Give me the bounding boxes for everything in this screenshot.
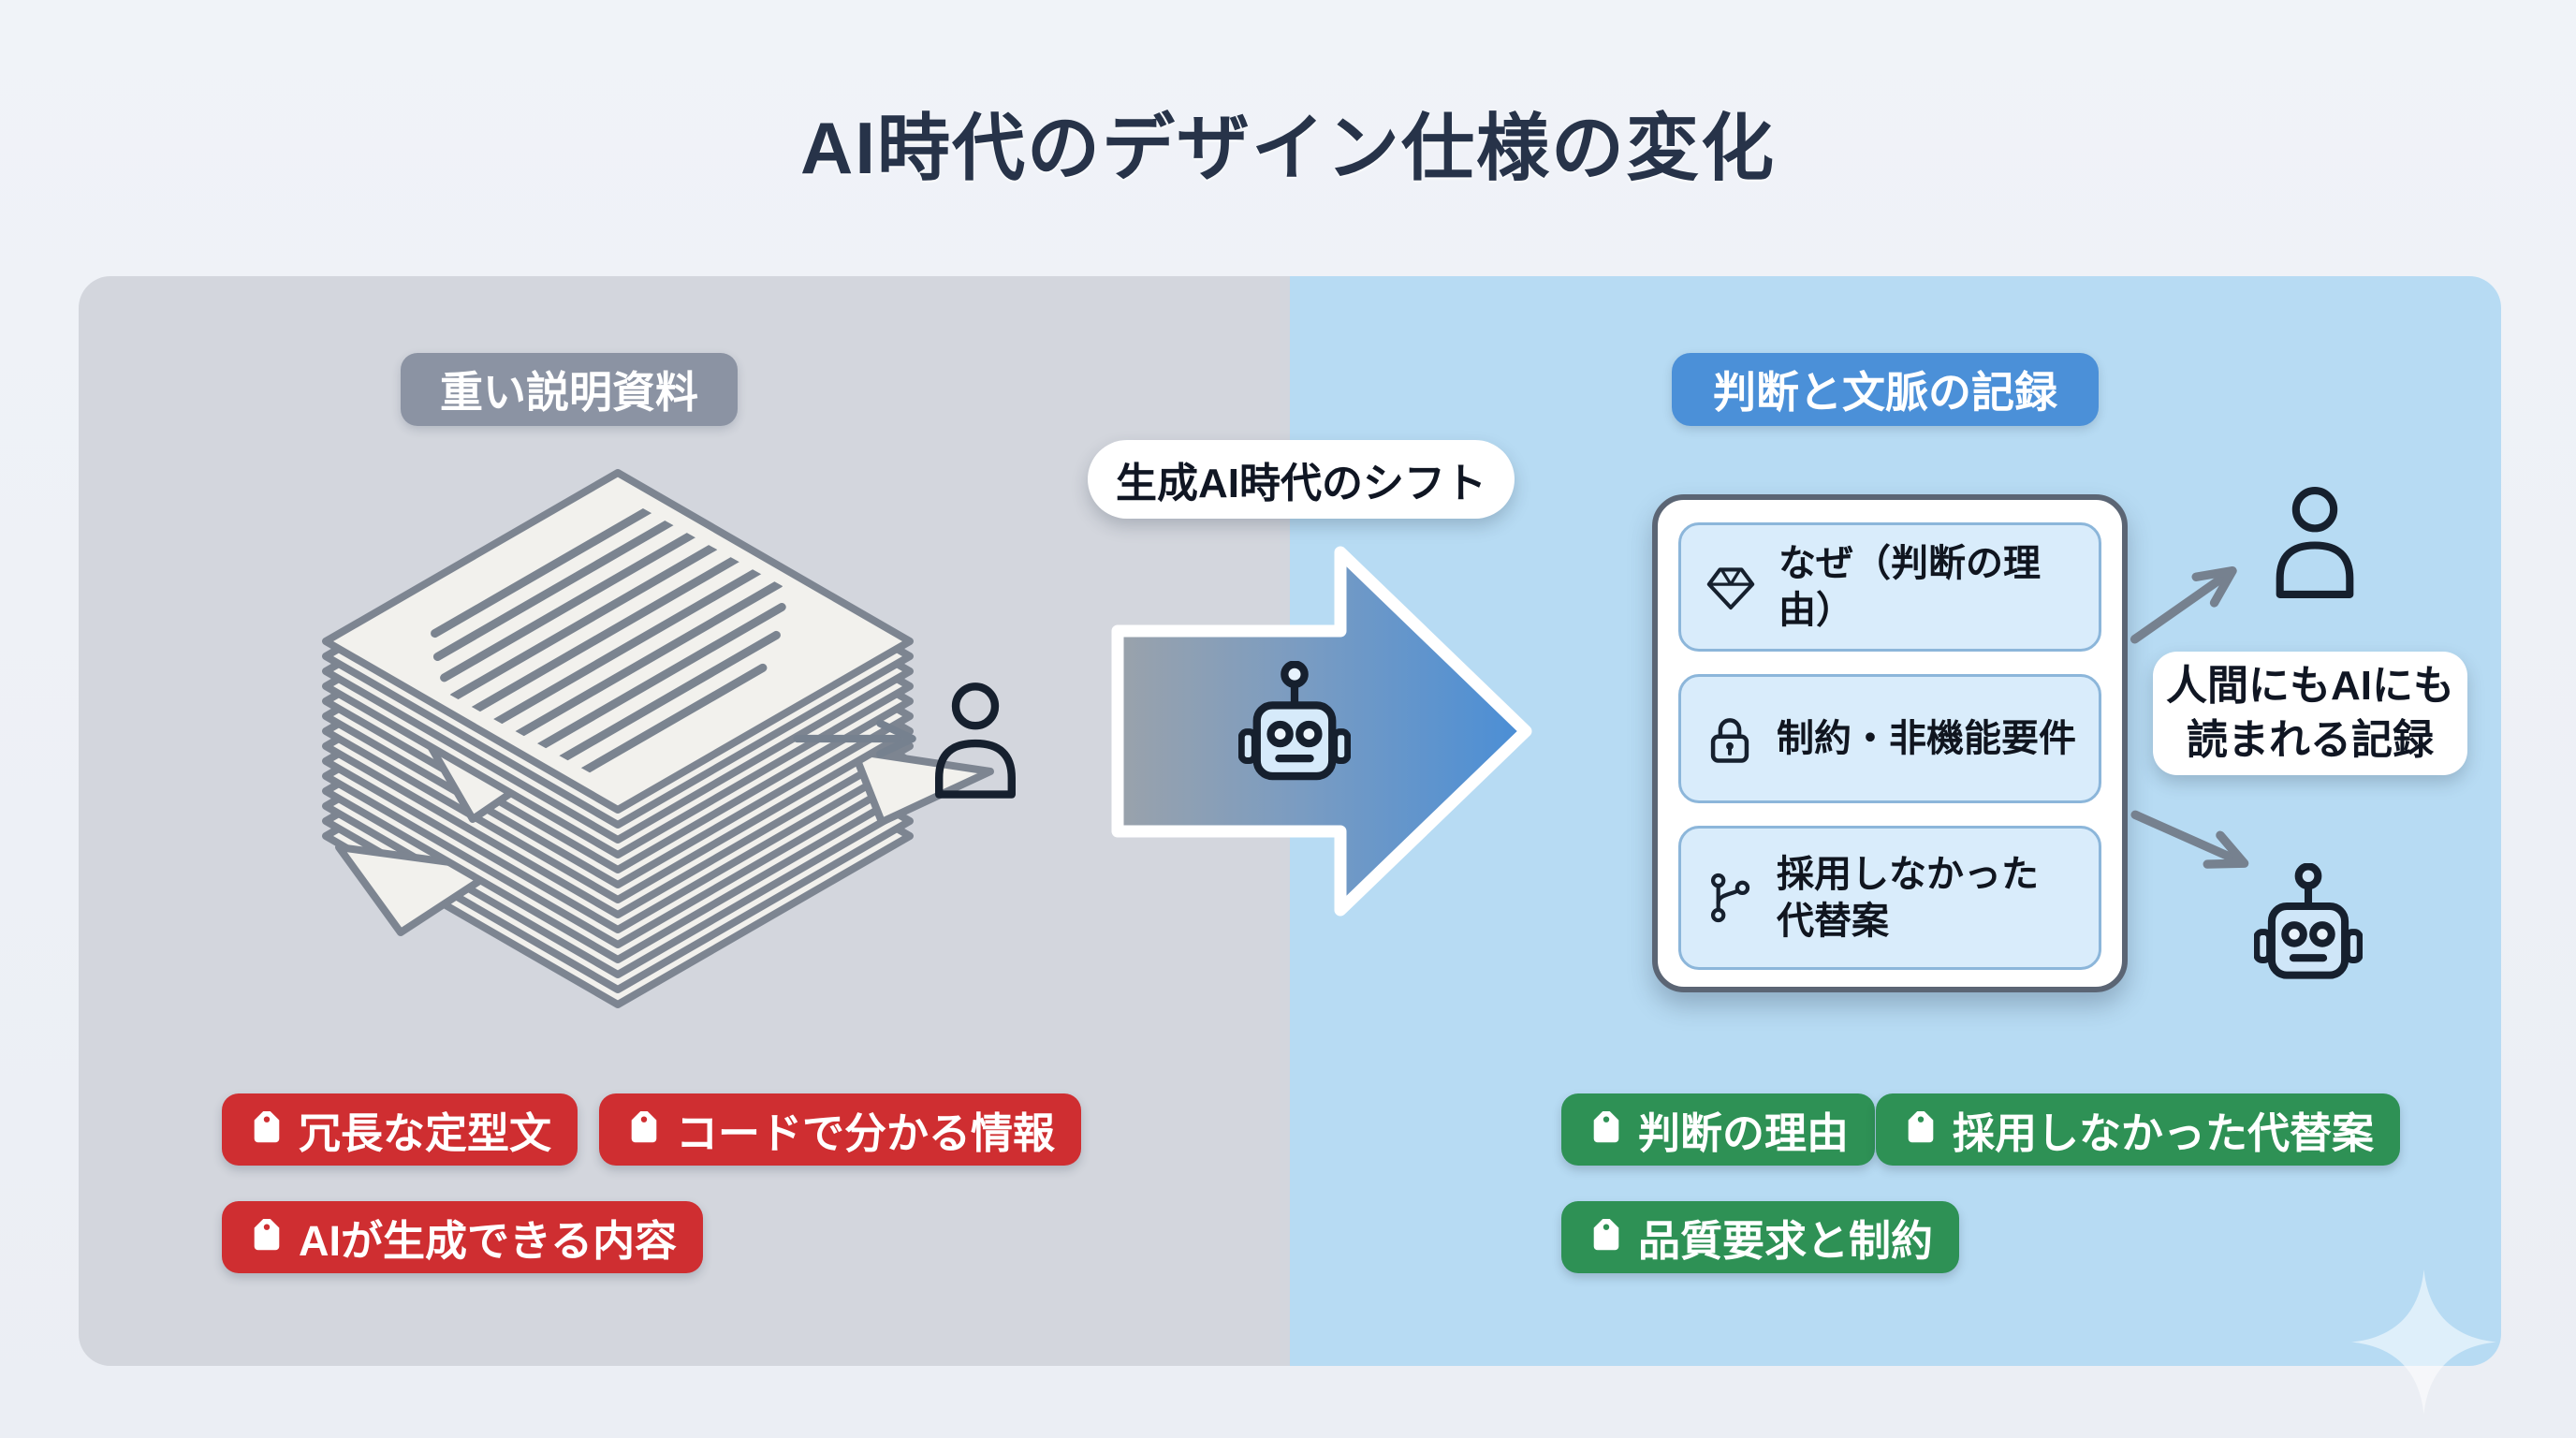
tag-label: 採用しなかった代替案 (1953, 1109, 2375, 1157)
record-card: なぜ（判断の理由） 制約・非機能要件 (1652, 494, 2128, 992)
ai-robot-right-icon (2254, 863, 2363, 979)
readers-label: 人間にもAIにも 読まれる記録 (2153, 652, 2467, 775)
tag-label: AIが生成できる内容 (299, 1217, 678, 1265)
tag-icon (1593, 1218, 1619, 1250)
tag-label: コードで分かる情報 (676, 1109, 1056, 1157)
lock-icon (1710, 718, 1749, 763)
git-branch-icon (1710, 873, 1750, 923)
card-to-robot-arrow (2130, 810, 2249, 869)
readers-label-line2: 読まれる記録 (2187, 717, 2434, 763)
card-item-alternatives: 採用しなかった 代替案 (1678, 826, 2101, 970)
card-item-why: なぜ（判断の理由） (1678, 522, 2101, 652)
left-panel-heading: 重い説明資料 (401, 353, 738, 426)
page-title: AI時代のデザイン仕様の変化 (799, 107, 1776, 189)
tag-icon (631, 1110, 657, 1142)
document-stack-illustration (281, 449, 994, 1049)
green-tag-reasons: 判断の理由 (1561, 1093, 1876, 1166)
human-reader-right-icon (2276, 487, 2354, 598)
tag-label: 品質要求と制約 (1638, 1217, 1934, 1265)
card-item-constraints: 制約・非機能要件 (1678, 674, 2101, 803)
card-item-label: 採用しなかった 代替案 (1777, 851, 2039, 945)
red-tag-ai-generated: AIが生成できる内容 (222, 1201, 704, 1273)
tag-icon (1908, 1110, 1934, 1142)
tag-label: 冗長な定型文 (299, 1109, 552, 1157)
readers-label-line1: 人間にもAIにも (2166, 662, 2454, 709)
card-item-label: 制約・非機能要件 (1777, 718, 2076, 759)
tag-icon (254, 1110, 280, 1142)
ai-robot-center-icon (1238, 661, 1351, 781)
shift-label: 生成AI時代のシフト (1088, 440, 1515, 519)
green-tag-quality: 品質要求と制約 (1561, 1201, 1960, 1273)
gem-icon (1706, 567, 1755, 610)
tag-icon (1593, 1110, 1619, 1142)
human-reader-left-icon (935, 682, 1016, 799)
right-panel-heading: 判断と文脈の記録 (1672, 353, 2099, 426)
red-tag-code-info: コードで分かる情報 (599, 1093, 1082, 1166)
stack-to-person-arrow (793, 719, 916, 758)
red-tag-boilerplate: 冗長な定型文 (222, 1093, 578, 1166)
sparkle-icon (2351, 1269, 2496, 1415)
tag-icon (254, 1218, 280, 1250)
card-item-label: なぜ（判断の理由） (1778, 543, 2041, 631)
card-to-human-arrow (2130, 565, 2237, 644)
green-tag-alternatives: 採用しなかった代替案 (1876, 1093, 2401, 1166)
card-item-label-line2: 代替案 (1777, 901, 1889, 942)
card-item-label-line1: 採用しなかった (1777, 854, 2039, 895)
tag-label: 判断の理由 (1638, 1109, 1850, 1157)
